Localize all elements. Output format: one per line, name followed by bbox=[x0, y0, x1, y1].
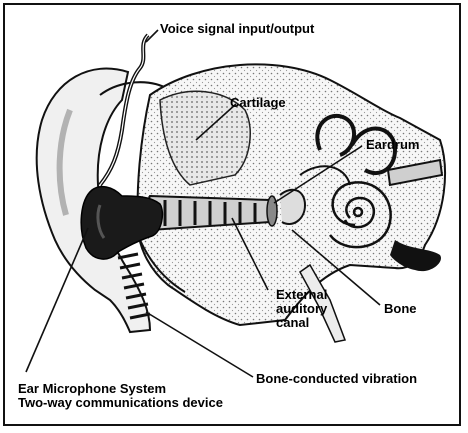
label-cartilage: Cartilage bbox=[230, 96, 286, 110]
label-bone-conducted: Bone-conducted vibration bbox=[256, 372, 417, 386]
label-eardrum: Eardrum bbox=[366, 138, 419, 152]
label-canal-line3: canal bbox=[276, 316, 309, 330]
label-system-line1: Ear Microphone System bbox=[18, 382, 166, 396]
label-canal-line1: External bbox=[276, 288, 327, 302]
label-bone: Bone bbox=[384, 302, 417, 316]
label-voice-signal: Voice signal input/output bbox=[160, 22, 314, 36]
label-canal-line2: auditory bbox=[276, 302, 327, 316]
eardrum bbox=[267, 196, 277, 226]
label-system-line2: Two-way communications device bbox=[18, 396, 223, 410]
